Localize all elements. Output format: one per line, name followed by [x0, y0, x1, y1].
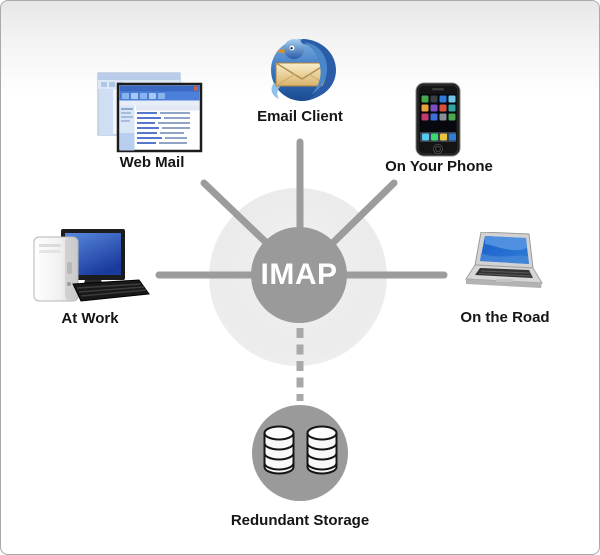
node-label-on-the-road: On the Road: [460, 309, 550, 326]
redundant-storage-node: [252, 405, 348, 501]
iphone-icon: [415, 82, 461, 157]
node-label-email-client: Email Client: [257, 108, 343, 125]
webmail-windows-icon: [97, 72, 203, 153]
imap-hub: IMAP: [251, 227, 347, 323]
thunderbird-icon: [271, 39, 336, 101]
node-label-on-your-phone: On Your Phone: [385, 158, 493, 175]
node-label-redundant-storage: Redundant Storage: [230, 512, 370, 529]
database-cylinder-icon: [263, 425, 294, 475]
node-label-web-mail: Web Mail: [119, 154, 185, 171]
hub-label: IMAP: [260, 258, 338, 291]
laptop-icon: [465, 232, 543, 288]
node-label-at-work: At Work: [61, 310, 119, 327]
desktop-computer-icon: [33, 229, 150, 302]
database-cylinder-icon: [306, 425, 337, 475]
